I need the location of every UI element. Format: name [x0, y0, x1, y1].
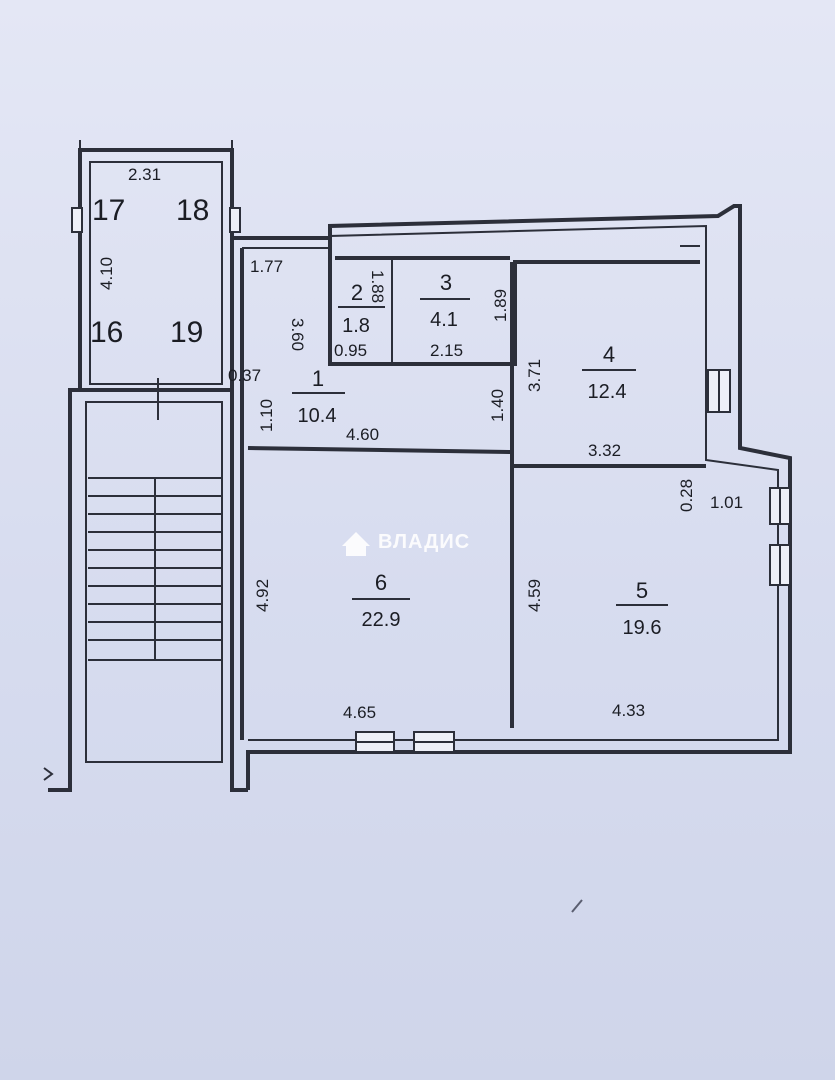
lobby-number-18: 18: [176, 194, 209, 227]
lobby-number-17: 17: [92, 194, 125, 227]
room5-width-dim: 4.33: [612, 701, 645, 720]
watermark-text: ВЛАДИС: [378, 531, 470, 553]
hall-top-dim: 1.77: [250, 257, 283, 276]
watermark: ВЛАДИС: [342, 531, 470, 556]
hall-side-dim: 3.60: [288, 318, 307, 351]
staircase: [43, 378, 248, 792]
lobby-number-16: 16: [90, 316, 123, 349]
balcony-width-dim: 1.01: [710, 493, 743, 512]
lobby-width-dim: 2.31: [128, 165, 161, 184]
wc-height-dim: 1.88: [368, 270, 387, 303]
house-icon: [342, 532, 370, 556]
room4-height-dim: 3.71: [525, 359, 544, 392]
windows: [71, 207, 791, 753]
room6-number: 6: [375, 570, 387, 595]
area-fraction-lines: [292, 298, 668, 606]
apartment-outer-wall: [232, 204, 792, 790]
lobby-number-19: 19: [170, 316, 203, 349]
room4-width-dim: 3.32: [588, 441, 621, 460]
hall-bottom-wall: [247, 446, 513, 454]
hall-left-small-dim: 0.37: [228, 366, 261, 385]
hall-partitions: [247, 236, 706, 728]
room2-number: 2: [351, 280, 363, 305]
hall-left-dim: 1.10: [257, 399, 276, 432]
lobby-height-dim: 4.10: [97, 257, 116, 290]
hall-right-dim: 1.40: [488, 389, 507, 422]
room2-area: 1.8: [342, 315, 370, 337]
lobby-opening: [71, 207, 83, 233]
balcony-small-dim: 0.28: [677, 479, 696, 512]
pencil-mark: [571, 899, 583, 913]
room4-number: 4: [603, 342, 615, 367]
room1-number: 1: [312, 366, 324, 391]
lobby-inner-wall: [89, 161, 223, 385]
lobby-opening: [229, 207, 241, 233]
room6-area: 22.9: [362, 609, 401, 631]
wet-zone-wall: [328, 236, 700, 366]
room5-area: 19.6: [623, 617, 662, 639]
room5-number: 5: [636, 578, 648, 603]
room3-number: 3: [440, 270, 452, 295]
bath-width-dim: 2.15: [430, 341, 463, 360]
hall-bottom-dim: 4.60: [346, 425, 379, 444]
staircase-inner-wall: [85, 401, 223, 763]
room6-height-dim: 4.92: [253, 579, 272, 612]
room6-width-dim: 4.65: [343, 703, 376, 722]
room5-height-dim: 4.59: [525, 579, 544, 612]
room1-area: 10.4: [298, 405, 337, 427]
room4-area: 12.4: [588, 381, 627, 403]
wc-width-dim: 0.95: [334, 341, 367, 360]
bath-height-dim: 1.89: [491, 289, 510, 322]
room3-area: 4.1: [430, 309, 458, 331]
staircase-wall: [48, 388, 248, 792]
break-mark: [43, 767, 54, 781]
